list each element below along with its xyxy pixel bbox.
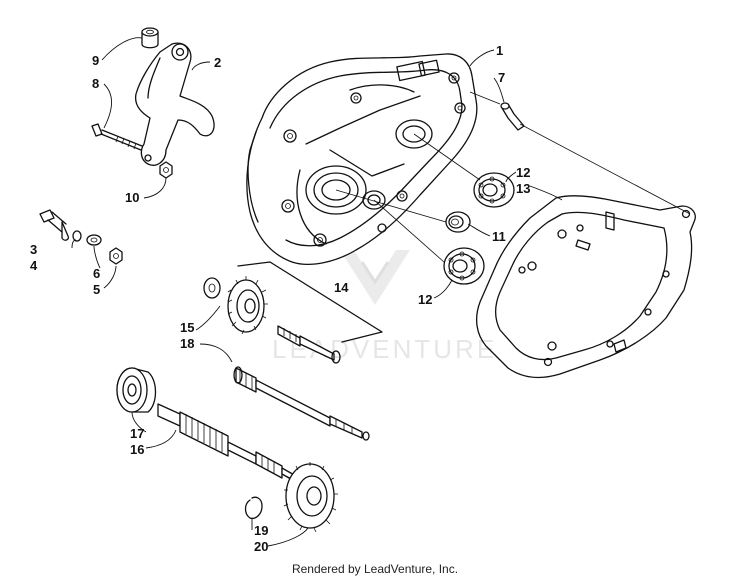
callout-5: 5: [93, 282, 100, 297]
callout-14: 14: [334, 280, 349, 295]
case-gasket: [475, 195, 696, 379]
callout-2: 2: [214, 55, 221, 70]
o-ring: [72, 230, 82, 242]
output-gear: [283, 462, 338, 533]
mainshaft: [157, 403, 297, 483]
callout-1: 1: [496, 43, 503, 58]
watermark-logo: LEADVENTURE: [272, 250, 497, 364]
callout-11: 11: [492, 229, 506, 244]
callout-10: 10: [125, 190, 139, 205]
needle-bearing: [445, 211, 471, 233]
callout-3: 3: [30, 242, 37, 257]
pivot-bolt: [39, 209, 70, 241]
bearing-upper: [473, 172, 515, 208]
washer: [86, 234, 102, 246]
callout-labels: 1 2 3 4 5 6 7 8 9 10 11 12 12 13 14 15 1…: [30, 43, 530, 554]
drive-gear: [203, 276, 268, 335]
callout-4: 4: [30, 258, 38, 273]
callout-13: 13: [516, 181, 530, 196]
mainshaft-bearing: [116, 367, 157, 413]
bearing-lower: [443, 247, 485, 285]
alignment-lines: [335, 91, 691, 263]
callout-16: 16: [130, 442, 144, 457]
callout-6: 6: [93, 266, 100, 281]
callout-12-lower: 12: [418, 292, 432, 307]
callout-9: 9: [92, 53, 99, 68]
callout-8: 8: [92, 76, 99, 91]
watermark-text: LEADVENTURE: [272, 334, 497, 364]
transmission-case: [246, 53, 478, 265]
circlip: [244, 496, 263, 520]
render-credit: Rendered by LeadVenture, Inc.: [291, 562, 459, 576]
bracket-bolt: [91, 123, 143, 151]
bushing: [141, 27, 159, 49]
callout-20: 20: [254, 539, 268, 554]
countershaft: [233, 325, 370, 441]
leader-lines: [71, 37, 563, 547]
callout-7: 7: [498, 70, 505, 85]
assembly-14-bracket: [237, 261, 383, 343]
pivot-nut: [109, 247, 123, 265]
callout-12-upper: 12: [516, 165, 530, 180]
callout-19: 19: [254, 523, 268, 538]
callout-17: 17: [130, 426, 144, 441]
callout-18: 18: [180, 336, 194, 351]
dowel-pin: [500, 102, 525, 131]
callout-15: 15: [180, 320, 194, 335]
bracket-nut: [159, 161, 173, 179]
shift-arm-bracket: [134, 42, 215, 166]
